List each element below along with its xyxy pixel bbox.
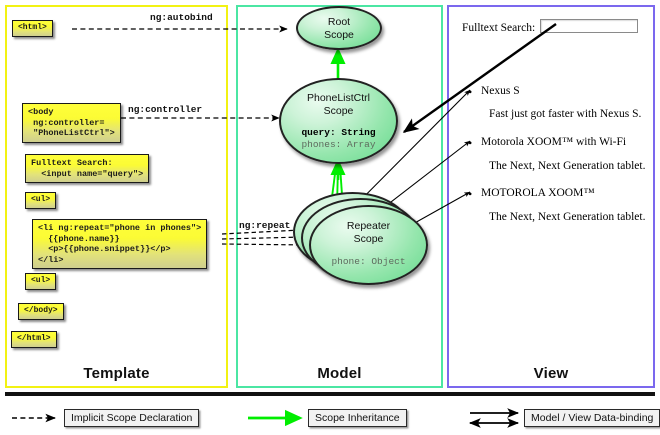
scope-repeater-title-1: Repeater: [346, 220, 391, 232]
scope-root-title-2: Scope: [324, 28, 354, 41]
code-box-fulltext-search: Fulltext Search: <input name="query">: [25, 154, 150, 183]
view-search-label: Fulltext Search:: [462, 22, 536, 34]
bullet-icon: •: [468, 136, 473, 150]
code-box-body-close: </body>: [18, 303, 64, 320]
view-phone-name-1: •Motorola XOOM™ with Wi-Fi: [468, 136, 627, 150]
scope-phonelistctrl-title-1: PhoneListCtrl: [306, 92, 371, 104]
code-box-ul-close: <ul>: [25, 273, 57, 290]
scope-repeater-title-2: Scope: [353, 232, 384, 245]
label-ng-autobind: ng:autobind: [150, 12, 213, 23]
view-search-row: Fulltext Search:: [462, 19, 639, 34]
legend-divider: [5, 392, 655, 396]
scope-repeater-front: Repeater Scope phone: Object: [309, 205, 428, 285]
view-search-input[interactable]: [540, 19, 639, 33]
panel-view: Fulltext Search: •Nexus S Fast just got …: [447, 5, 655, 388]
scope-root: Root Scope: [296, 6, 382, 50]
bullet-icon: •: [468, 187, 473, 201]
scope-phonelistctrl: PhoneListCtrl Scope query: String phones…: [279, 78, 398, 164]
code-box-html-close: </html>: [11, 331, 57, 348]
view-phone-snippet-1: The Next, Next Generation tablet.: [489, 160, 646, 172]
code-box-ul-open: <ul>: [25, 192, 57, 209]
view-phone-snippet-2: The Next, Next Generation tablet.: [489, 211, 646, 223]
scope-phonelistctrl-title-2: Scope: [323, 104, 354, 117]
legend-label-model-view-data-binding: Model / View Data-binding: [524, 409, 660, 427]
legend-label-scope-inheritance: Scope Inheritance: [308, 409, 407, 427]
bullet-icon: •: [468, 85, 473, 99]
scope-phonelistctrl-field-phones: phones: Array: [301, 138, 376, 150]
view-phone-name-2: •MOTOROLA XOOM™: [468, 187, 595, 201]
view-phone-snippet-0: Fast just got faster with Nexus S.: [489, 108, 642, 120]
code-box-li-repeat: <li ng:repeat="phone in phones"> {{phone…: [32, 219, 208, 269]
label-ng-repeat: ng:repeat: [239, 220, 291, 231]
scope-repeater-field-phone: phone: Object: [331, 256, 406, 267]
view-phone-name-0: •Nexus S: [468, 85, 520, 99]
panel-view-label: View: [533, 365, 569, 382]
code-box-html-open: <html>: [12, 20, 53, 37]
scope-phonelistctrl-field-query: query: String: [301, 127, 376, 138]
scope-root-title-1: Root: [327, 16, 351, 28]
label-ng-controller: ng:controller: [128, 104, 203, 115]
panel-model-label: Model: [317, 365, 362, 382]
legend-label-implicit-scope-declaration: Implicit Scope Declaration: [64, 409, 200, 427]
panel-template-label: Template: [83, 365, 150, 382]
code-box-body-controller: <body ng:controller= "PhoneListCtrl">: [22, 103, 121, 143]
view-content: Fulltext Search: •Nexus S Fast just got …: [449, 7, 653, 386]
